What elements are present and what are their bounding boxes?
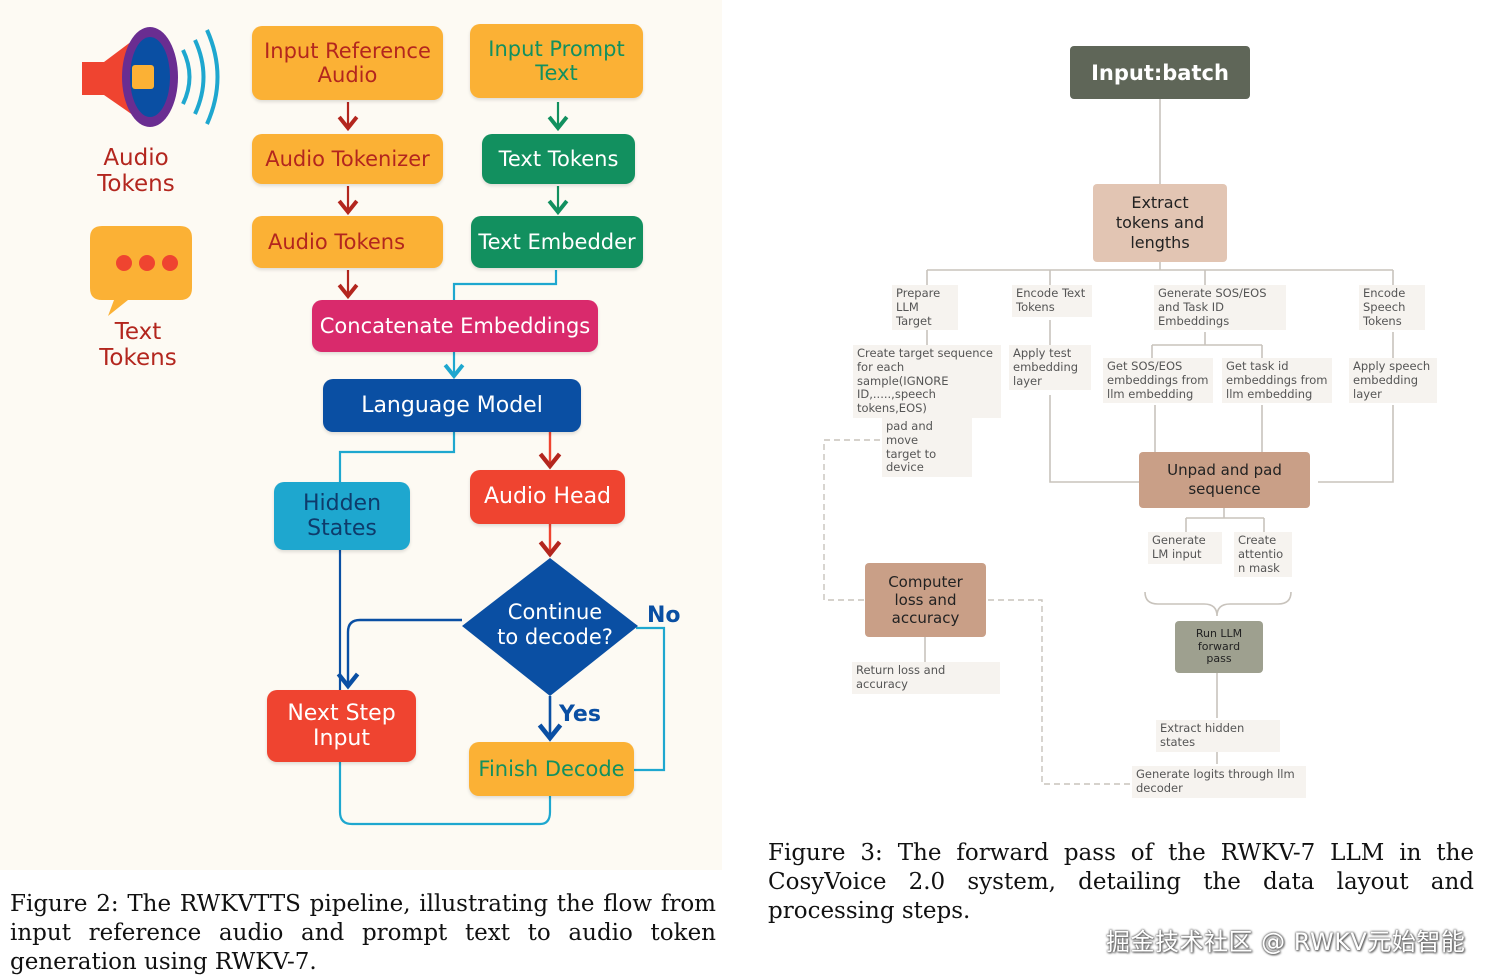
return-loss-note: Return loss and accuracy	[852, 662, 1000, 694]
unpad-pad-node: Unpad and pad sequence	[1139, 452, 1310, 508]
chat-bubble-icon	[90, 226, 192, 316]
input-batch-node: Input:batch	[1070, 46, 1250, 99]
generate-lm-input-note: Generate LM input	[1148, 532, 1222, 564]
get-task-id-note: Get task id embeddings from llm embeddin…	[1222, 358, 1332, 404]
hidden-states-node: Hidden States	[274, 482, 410, 550]
run-llm-forward-node: Run LLM forward pass	[1175, 621, 1263, 673]
audio-head-node: Audio Head	[470, 470, 625, 524]
continue-decode-node: Continue to decode?	[497, 600, 613, 649]
figure-2-caption: Figure 2: The RWKVTTS pipeline, illustra…	[10, 891, 716, 975]
forward-pass-connectors	[823, 99, 1394, 785]
next-step-input-node: Next Step Input	[267, 690, 416, 762]
pad-move-target-note: pad and move target to device	[882, 418, 972, 478]
extract-tokens-node: Extract tokens and lengths	[1093, 184, 1227, 262]
generate-logits-note: Generate logits through llm decoder	[1132, 766, 1306, 798]
figure-3-caption: Figure 3: The forward pass of the RWKV-7…	[768, 840, 1474, 924]
speaker-icon	[82, 27, 220, 127]
extract-hidden-states-note: Extract hidden states	[1156, 720, 1280, 752]
language-model-node: Language Model	[323, 379, 581, 432]
input-prompt-text-node: Input Prompt Text	[470, 24, 643, 98]
get-sos-eos-note: Get SOS/EOS embeddings from llm embeddin…	[1103, 358, 1213, 404]
input-reference-audio-node: Input Reference Audio	[252, 26, 443, 100]
text-embedder-node: Text Embedder	[471, 216, 643, 268]
apply-text-embedding-note: Apply test embedding layer	[1009, 345, 1091, 391]
edge-label-yes: Yes	[559, 702, 601, 727]
finish-decode-node: Finish Decode	[469, 742, 634, 796]
watermark-text: 掘金技术社区 @ RWKV元始智能	[1106, 928, 1466, 956]
create-target-note: Create target sequence for each sample(I…	[853, 345, 1001, 418]
edge-label-no: No	[647, 603, 681, 628]
text-tokens-node: Text Tokens	[482, 134, 635, 184]
prepare-llm-target-note: Prepare LLM Target	[892, 285, 958, 331]
apply-speech-embedding-note: Apply speech embedding layer	[1349, 358, 1437, 404]
create-attention-mask-note: Create attentio n mask	[1234, 532, 1292, 578]
concatenate-embeddings-node: Concatenate Embeddings	[312, 300, 598, 352]
generate-sos-eos-note: Generate SOS/EOS and Task ID Embeddings	[1154, 285, 1286, 331]
legend-audio-tokens: Audio Tokens	[97, 145, 175, 197]
encode-text-tokens-note: Encode Text Tokens	[1012, 285, 1092, 317]
compute-loss-node: Computer loss and accuracy	[865, 563, 986, 637]
audio-tokens-node: Audio Tokens	[252, 216, 443, 268]
legend-text-tokens: Text Tokens	[99, 319, 177, 371]
audio-tokenizer-node: Audio Tokenizer	[252, 134, 443, 184]
decision-diamond	[462, 558, 638, 696]
encode-speech-tokens-note: Encode Speech Tokens	[1359, 285, 1425, 331]
pipeline-connectors	[82, 27, 666, 826]
